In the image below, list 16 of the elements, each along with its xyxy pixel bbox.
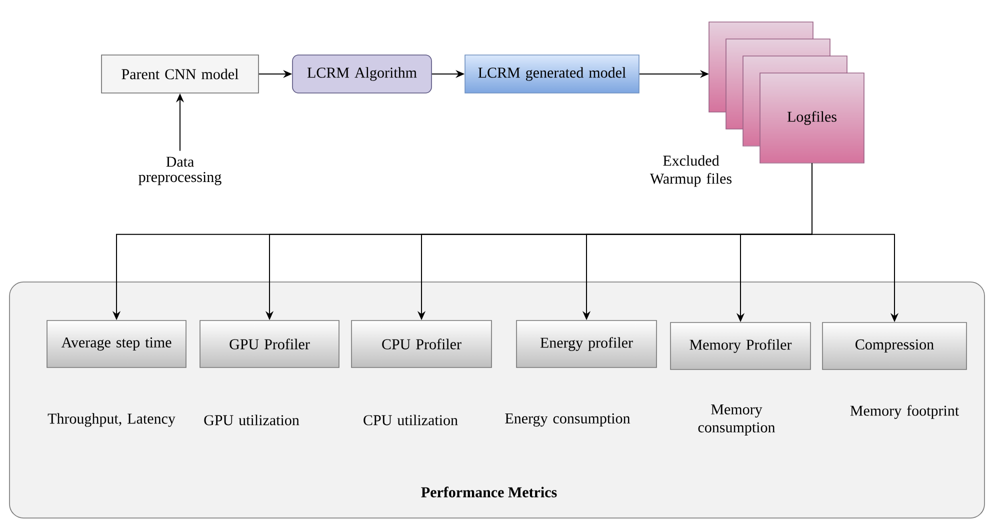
caption-text: Memory consumption	[698, 404, 776, 436]
caption-text: Throughput, Latency	[48, 413, 176, 427]
profiler-box: CPU Profiler	[351, 320, 492, 368]
profiler-box: Memory Profiler	[670, 322, 811, 370]
process-box: LCRM Algorithm	[292, 54, 432, 94]
caption-text: GPU utilization	[204, 414, 300, 426]
process-box: LCRM generated model	[464, 54, 640, 94]
profiler-box: Compression	[822, 322, 967, 370]
caption-text: Energy consumption	[505, 413, 630, 427]
caption-text: Memory footprint	[850, 405, 959, 419]
caption-text: CPU utilization	[364, 414, 458, 426]
profiler-box: Average step time	[46, 320, 186, 368]
profiler-box: Energy profiler	[516, 320, 657, 368]
profiler-box: GPU Profiler	[200, 320, 340, 368]
input-text: Data preprocessing	[138, 156, 222, 186]
process-box: Parent CNN model	[101, 54, 259, 94]
